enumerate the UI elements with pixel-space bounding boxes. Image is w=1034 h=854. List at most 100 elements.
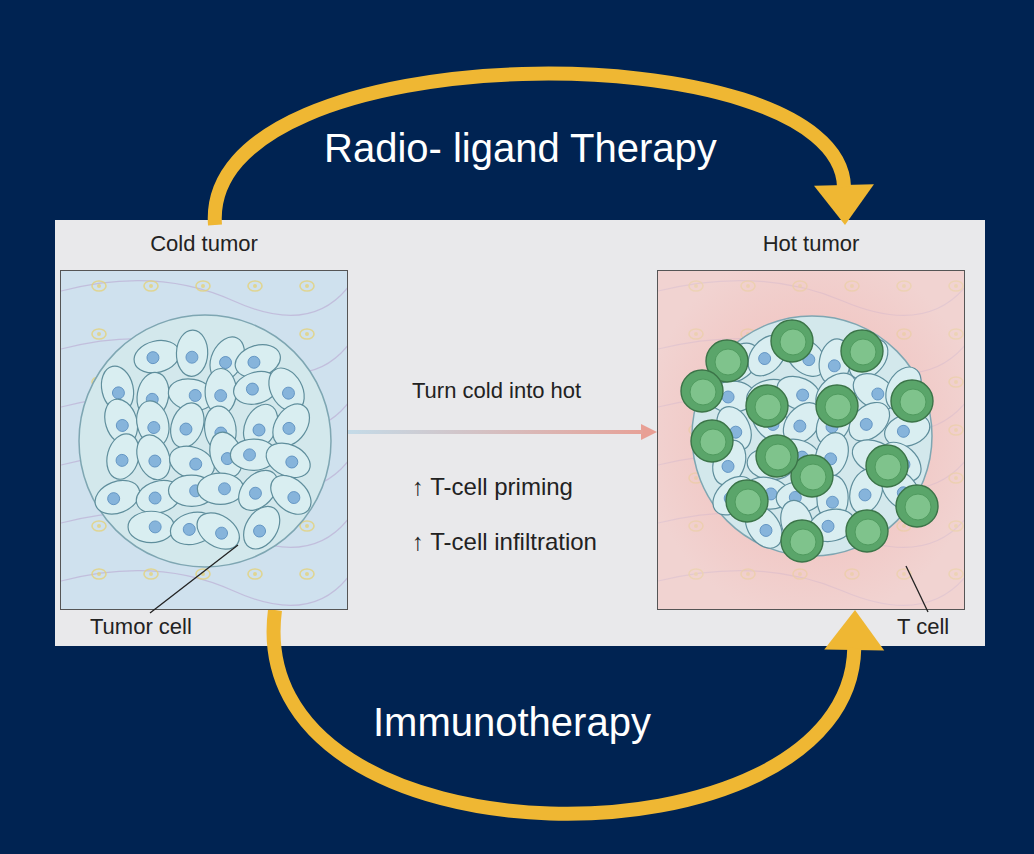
swirl — [300, 281, 314, 291]
swirl-dot — [305, 572, 309, 576]
text-label: ↑ T-cell priming — [412, 473, 573, 501]
t-cell-body — [746, 385, 788, 427]
t-cell-nucleus — [765, 444, 791, 470]
t-cell-nucleus — [905, 494, 931, 520]
arrowhead — [824, 610, 884, 651]
cell-nucleus — [896, 424, 911, 439]
cell-nucleus — [178, 421, 193, 436]
text-label: ↑ T-cell infiltration — [412, 528, 597, 556]
swirl-dot — [201, 572, 205, 576]
cell-nucleus — [182, 522, 197, 537]
swirl — [196, 281, 210, 291]
tumor-cell — [176, 330, 209, 377]
cell-nucleus — [827, 359, 841, 373]
cell-nucleus — [111, 386, 125, 400]
t-cell-nucleus — [900, 389, 926, 415]
t-cell-body — [866, 445, 908, 487]
connector-arrow — [348, 424, 657, 440]
cell-nucleus — [251, 422, 267, 438]
swirl-dot — [305, 524, 309, 528]
t-cell — [896, 485, 938, 527]
t-cell — [841, 330, 883, 372]
swirl — [248, 569, 262, 579]
swirl — [248, 281, 262, 291]
t-cell-body — [891, 380, 933, 422]
t-cell-body — [896, 485, 938, 527]
tumor-illustration — [61, 271, 348, 610]
t-cell-nucleus — [690, 379, 716, 405]
cell-body — [131, 336, 183, 378]
cell-nucleus — [247, 485, 264, 502]
t-cell — [771, 320, 813, 362]
tumor-cell — [190, 505, 246, 556]
cell-nucleus — [213, 525, 230, 542]
cell-nucleus — [795, 387, 811, 403]
arrowhead — [814, 184, 874, 225]
cell-nucleus — [791, 418, 808, 435]
cell-nucleus — [285, 489, 302, 506]
cell-nucleus — [870, 386, 887, 403]
t-cell-body — [756, 435, 798, 477]
tumor-cell — [165, 398, 210, 452]
connector-line — [215, 74, 844, 225]
cell-nucleus — [149, 521, 161, 533]
tumor-cell — [197, 473, 243, 504]
swirl-dot — [97, 332, 101, 336]
swirl-dot — [149, 284, 153, 288]
swirl-dot — [253, 284, 257, 288]
tumor-illustration — [658, 271, 965, 610]
tumor-box — [657, 270, 965, 610]
cell-body — [236, 500, 287, 556]
tumor-cell — [131, 336, 183, 378]
cell-nucleus — [756, 350, 773, 367]
connector-arrow — [274, 610, 885, 814]
cell-nucleus — [188, 389, 202, 403]
connector-arrow — [215, 74, 874, 225]
cell-nucleus — [218, 483, 230, 495]
t-cell — [681, 370, 723, 412]
tumor-box — [60, 270, 348, 610]
swirl — [92, 521, 106, 531]
fiber-line — [61, 571, 348, 606]
connector-line — [348, 430, 643, 434]
t-cell-body — [691, 420, 733, 462]
cell-nucleus — [821, 519, 836, 534]
cell-nucleus — [147, 453, 162, 468]
cell-body — [128, 511, 174, 542]
swirl — [144, 281, 158, 291]
edge-label: Turn cold into hot — [412, 378, 581, 404]
tumor-cell — [236, 500, 287, 556]
t-cell-body — [781, 520, 823, 562]
t-cell-body — [816, 385, 858, 427]
cell-nucleus — [115, 453, 130, 468]
cell-nucleus — [186, 351, 198, 363]
cell-nucleus — [858, 416, 875, 433]
t-cell — [781, 520, 823, 562]
t-cell-body — [846, 510, 888, 552]
t-cell-nucleus — [850, 339, 876, 365]
swirl — [196, 569, 210, 579]
swirl-dot — [305, 284, 309, 288]
t-cell-body — [726, 480, 768, 522]
t-cell-nucleus — [875, 454, 901, 480]
swirl-dot — [201, 284, 205, 288]
cell-nucleus — [251, 523, 268, 540]
t-cell-nucleus — [855, 519, 881, 545]
node-heading: Hot tumor — [657, 225, 965, 257]
swirl-dot — [149, 572, 153, 576]
tumor-cell — [128, 511, 174, 542]
connector-line — [274, 610, 855, 814]
cell-body — [190, 505, 246, 556]
t-cell-nucleus — [755, 394, 781, 420]
cell-nucleus — [720, 459, 735, 474]
hot-tumor-node: Hot tumor — [657, 225, 965, 610]
t-cell — [816, 385, 858, 427]
text-label: T cell — [897, 614, 949, 640]
cell-nucleus — [148, 491, 163, 506]
t-cell — [746, 385, 788, 427]
t-cell-nucleus — [825, 394, 851, 420]
cold-tumor-node: Cold tumor — [60, 225, 348, 610]
swirl — [300, 329, 314, 339]
arrowhead — [641, 424, 657, 440]
